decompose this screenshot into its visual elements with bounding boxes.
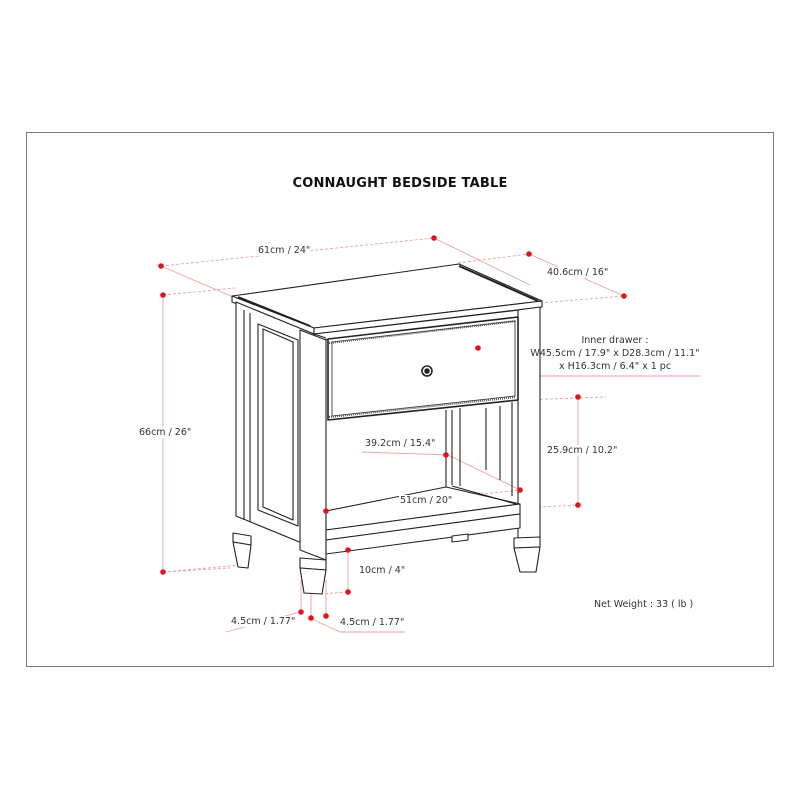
- dimension-depth-label: 40.6cm / 16": [546, 267, 610, 278]
- diagram-frame: [26, 132, 774, 667]
- diagram-title: CONNAUGHT BEDSIDE TABLE: [292, 176, 508, 191]
- inner-drawer-title: Inner drawer :: [581, 335, 649, 346]
- dimension-inner-depth-label: 39.2cm / 15.4": [364, 438, 437, 449]
- dimension-dots: [158, 235, 627, 621]
- dimension-shelf-height-label: 25.9cm / 10.2": [546, 445, 619, 456]
- inner-drawer-size-2: x H16.3cm / 6.4" x 1 pc: [558, 361, 672, 372]
- dimension-leg-width-b-label: 4.5cm / 1.77": [339, 617, 406, 628]
- table-outline: [231, 263, 543, 595]
- dimension-leg-height-label: 10cm / 4": [358, 565, 407, 576]
- inner-drawer-size-1: W45.5cm / 17.9" x D28.3cm / 11.1": [530, 348, 700, 359]
- dimension-leg-width-a-label: 4.5cm / 1.77": [230, 616, 297, 627]
- dimension-height-label: 66cm / 26": [138, 427, 193, 438]
- inner-drawer-note: Inner drawer : W45.5cm / 17.9" x D28.3cm…: [530, 334, 700, 373]
- dimension-width-label: 61cm / 24": [257, 245, 312, 256]
- net-weight: Net Weight : 33 ( lb ): [594, 599, 694, 610]
- dimension-inner-width-label: 51cm / 20": [399, 495, 454, 506]
